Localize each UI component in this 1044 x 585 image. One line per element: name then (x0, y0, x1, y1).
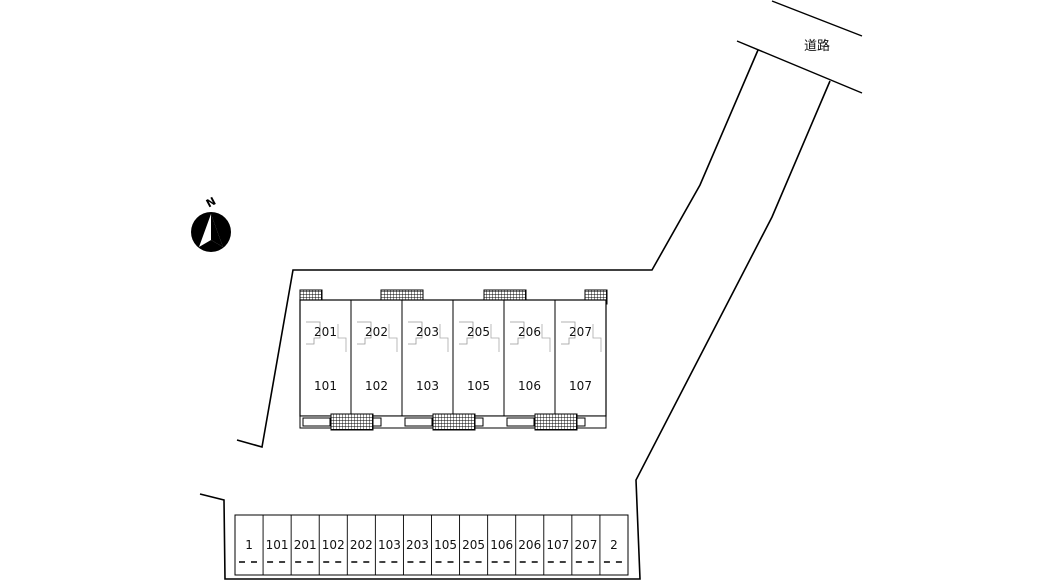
unit-fixture (510, 321, 525, 345)
unit-fixture (337, 324, 347, 352)
unit-fixture (388, 324, 398, 352)
unit-label-203: 203 (416, 325, 439, 339)
road-edge-north (771, 0, 863, 37)
road-label: 道路 (804, 38, 830, 54)
unit-label-103: 103 (416, 379, 439, 393)
parking-space-label-14: 2 (610, 538, 618, 552)
parking-space-label-13: 207 (574, 538, 597, 552)
compass-letter: N (204, 195, 218, 211)
boundary-east-south (199, 80, 831, 580)
parking-space-label-9: 205 (462, 538, 485, 552)
unit-label-206: 206 (518, 325, 541, 339)
entrance-door (506, 417, 535, 427)
site-boundary (199, 49, 831, 580)
parking-space-label-7: 203 (406, 538, 429, 552)
parking-space-label-8: 105 (434, 538, 457, 552)
apartment-building: 201 101 202 102 203 103 205 105 206 106 207 107 (299, 289, 608, 431)
unit-label-205: 205 (467, 325, 490, 339)
parking-space-label-2: 101 (266, 538, 289, 552)
unit-label-102: 102 (365, 379, 388, 393)
unit-fixture (459, 321, 474, 345)
unit-fixture (561, 321, 576, 345)
unit-fixture (592, 324, 602, 352)
unit-fixture (306, 321, 321, 345)
parking-space-label-12: 107 (546, 538, 569, 552)
unit-fixture (408, 321, 423, 345)
unit-fixture (439, 324, 449, 352)
stair-bottom-1 (330, 413, 374, 431)
unit-label-107: 107 (569, 379, 592, 393)
unit-label-106: 106 (518, 379, 541, 393)
unit-label-207: 207 (569, 325, 592, 339)
unit-fixture (541, 324, 551, 352)
parking-space-label-6: 103 (378, 538, 401, 552)
road: 道路 (736, 0, 863, 94)
unit-fixture (490, 324, 500, 352)
stair-bottom-3 (534, 413, 578, 431)
entrance-door (404, 417, 433, 427)
parking-space-label-10: 106 (490, 538, 513, 552)
parking-lot: 1 101 201 102 202 103 203 105 205 106 206 107 207 2 (234, 514, 629, 576)
unit-label-101: 101 (314, 379, 337, 393)
parking-space-label-11: 206 (518, 538, 541, 552)
stair-bottom-2 (432, 413, 476, 431)
parking-space-label-3: 201 (294, 538, 317, 552)
unit-label-202: 202 (365, 325, 388, 339)
unit-label-201: 201 (314, 325, 337, 339)
boundary-west-north (236, 49, 759, 449)
parking-space-label-5: 202 (350, 538, 373, 552)
parking-space-label-4: 102 (322, 538, 345, 552)
unit-label-105: 105 (467, 379, 490, 393)
parking-space-label-1: 1 (245, 538, 253, 552)
north-arrow-icon: N (191, 195, 231, 252)
entrance-door (302, 417, 331, 427)
unit-fixture (357, 321, 372, 345)
road-edge-south (736, 40, 863, 94)
